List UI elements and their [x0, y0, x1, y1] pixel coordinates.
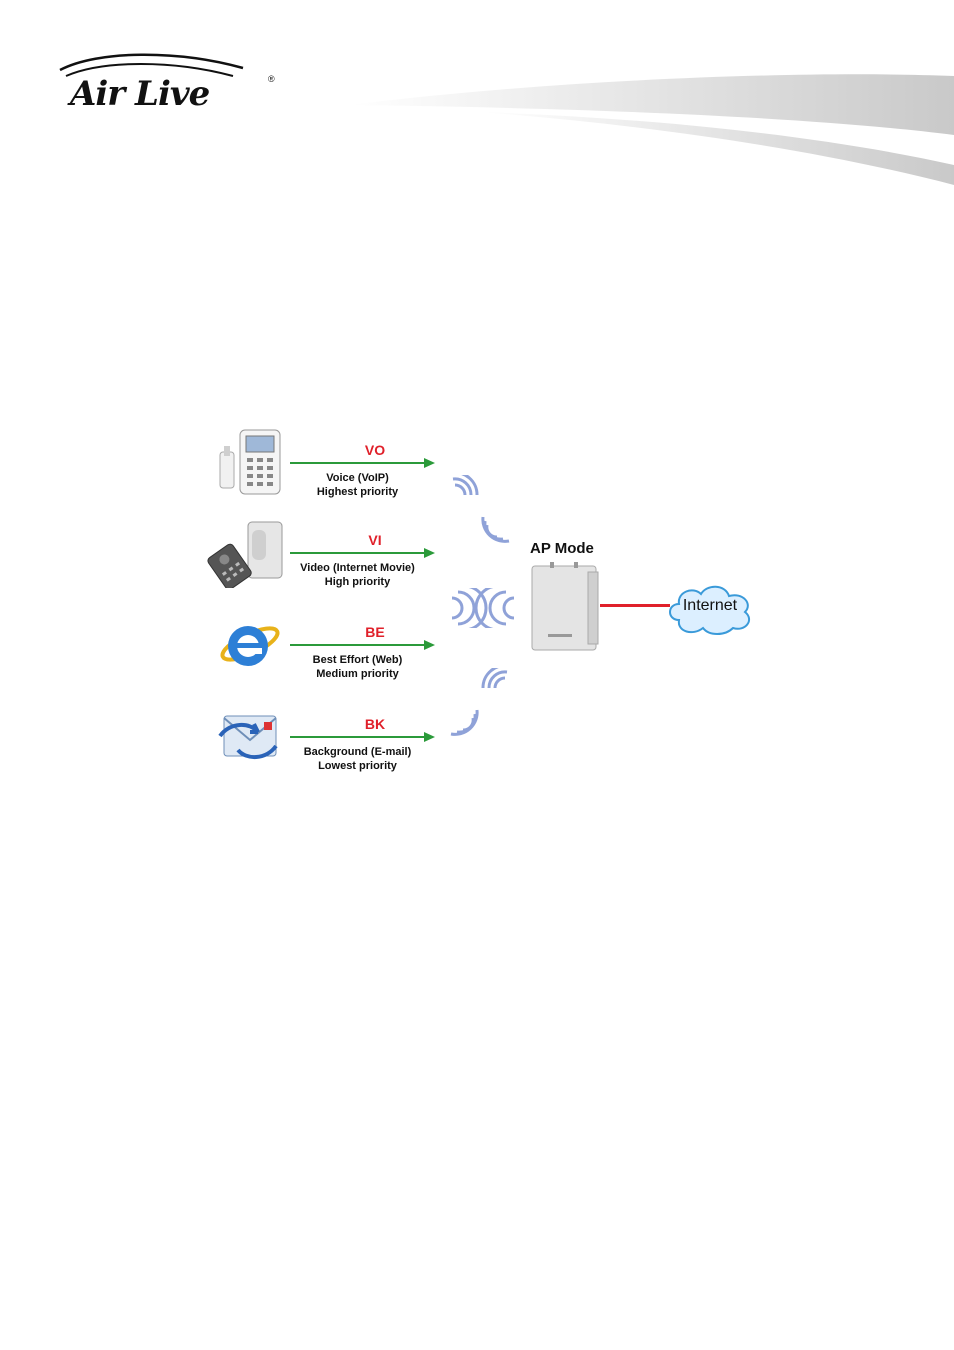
qos-description-line1: Best Effort (Web) — [280, 653, 435, 667]
wired-link — [600, 604, 670, 607]
qos-description-line2: High priority — [280, 575, 435, 589]
arrow-right-icon — [290, 548, 435, 558]
airlive-logo: Air Live ® — [58, 48, 288, 118]
ap-mode-label: AP Mode — [530, 540, 594, 557]
media-player-icon — [204, 518, 284, 588]
page-header: Air Live ® — [0, 0, 954, 200]
qos-description-line2: Lowest priority — [280, 759, 435, 773]
qos-code: VI — [320, 532, 430, 548]
qos-description-line1: Voice (VoIP) — [280, 471, 435, 485]
arrow-right-icon — [290, 732, 435, 742]
internet-cloud: Internet — [665, 580, 755, 635]
qos-description: Voice (VoIP) Highest priority — [280, 471, 435, 499]
qos-code: BK — [320, 716, 430, 732]
arrow-right-icon — [290, 458, 435, 468]
qos-description: Background (E-mail) Lowest priority — [280, 745, 435, 773]
qos-code: VO — [320, 442, 430, 458]
qos-diagram: VO Voice (VoIP) Highest priority VI — [190, 420, 790, 790]
qos-row-be: BE Best Effort (Web) Medium priority — [190, 610, 450, 700]
arrow-right-icon — [290, 640, 435, 650]
qos-description-line2: Highest priority — [280, 485, 435, 499]
wireless-signal-icon — [445, 475, 525, 545]
qos-description-line2: Medium priority — [280, 667, 435, 681]
qos-code: BE — [320, 624, 430, 640]
web-browser-icon — [210, 610, 290, 680]
wireless-signal-icon — [440, 588, 530, 628]
qos-description-line1: Background (E-mail) — [280, 745, 435, 759]
qos-description-line1: Video (Internet Movie) — [280, 561, 435, 575]
qos-row-bk: BK Background (E-mail) Lowest priority — [190, 702, 450, 792]
qos-row-vo: VO Voice (VoIP) Highest priority — [190, 428, 450, 518]
voip-phone-icon — [210, 428, 290, 498]
logo-registered-mark: ® — [268, 74, 275, 84]
logo-text: Air Live — [70, 74, 209, 114]
qos-row-vi: VI Video (Internet Movie) High priority — [190, 518, 450, 608]
wireless-signal-icon — [445, 668, 525, 738]
internet-label: Internet — [665, 597, 755, 615]
access-point-icon — [530, 562, 600, 652]
qos-description: Best Effort (Web) Medium priority — [280, 653, 435, 681]
email-icon — [210, 702, 290, 772]
qos-description: Video (Internet Movie) High priority — [280, 561, 435, 589]
